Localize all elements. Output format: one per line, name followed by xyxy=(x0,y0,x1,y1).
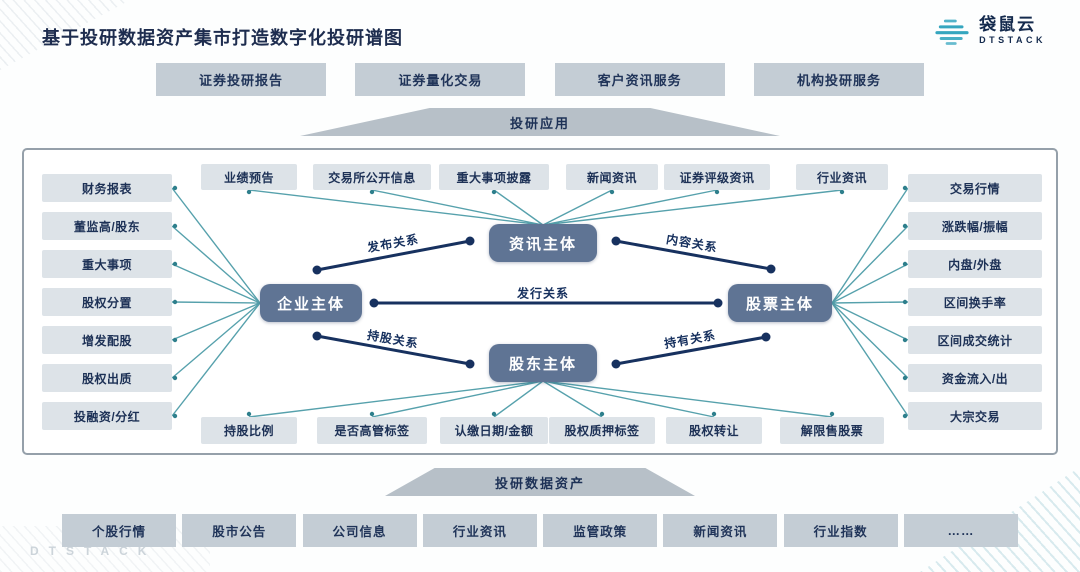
asset-box-5: 新闻资讯 xyxy=(663,514,778,547)
top-node-0: 业绩预告 xyxy=(201,164,297,190)
asset-box-6: 行业指数 xyxy=(783,514,898,547)
bottom-node-4: 股权转让 xyxy=(666,417,762,444)
left-node-3: 股权分置 xyxy=(42,288,172,316)
right-node-0: 交易行情 xyxy=(908,174,1042,202)
right-node-5: 资金流入/出 xyxy=(908,364,1042,392)
app-box-1: 证券量化交易 xyxy=(355,63,526,96)
top-node-5: 行业资讯 xyxy=(796,164,888,190)
left-node-1: 董监高/股东 xyxy=(42,212,172,240)
bottom-node-0: 持股比例 xyxy=(201,417,297,444)
right-node-1: 涨跌幅/振幅 xyxy=(908,212,1042,240)
entity-shareholder: 股东主体 xyxy=(489,344,597,382)
asset-box-7: …… xyxy=(903,514,1018,547)
asset-box-3: 行业资讯 xyxy=(422,514,537,547)
bottom-node-2: 认缴日期/金额 xyxy=(440,417,548,444)
right-node-4: 区间成交统计 xyxy=(908,326,1042,354)
watermark-text: DTSTACK xyxy=(30,544,157,558)
bottom-node-3: 股权质押标签 xyxy=(549,417,655,444)
data-asset-arrow-banner: 投研数据资产 xyxy=(385,468,695,496)
top-node-3: 新闻资讯 xyxy=(566,164,658,190)
app-box-2: 客户资讯服务 xyxy=(554,63,725,96)
asset-box-2: 公司信息 xyxy=(302,514,417,547)
asset-box-4: 监管政策 xyxy=(543,514,658,547)
entity-stock: 股票主体 xyxy=(728,284,832,322)
bottom-node-5: 解限售股票 xyxy=(780,417,884,444)
brand-subname: DTSTACK xyxy=(979,35,1046,46)
app-box-0: 证券投研报告 xyxy=(156,63,326,96)
entity-company: 企业主体 xyxy=(260,284,362,322)
top-node-4: 证券评级资讯 xyxy=(664,164,770,190)
application-row: 证券投研报告 证券量化交易 客户资讯服务 机构投研服务 xyxy=(156,63,924,96)
knowledge-graph-panel: 财务报表 董监高/股东 重大事项 股权分置 增发配股 股权出质 投融资/分红 业… xyxy=(22,148,1058,455)
left-node-5: 股权出质 xyxy=(42,364,172,392)
top-node-2: 重大事项披露 xyxy=(439,164,549,190)
asset-box-0: 个股行情 xyxy=(62,514,176,547)
data-asset-row: 个股行情 股市公告 公司信息 行业资讯 监管政策 新闻资讯 行业指数 …… xyxy=(62,514,1018,547)
relation-label-issue: 发行关系 xyxy=(516,286,570,301)
brand-name: 袋鼠云 xyxy=(979,14,1037,34)
kangaroo-cloud-logo-icon xyxy=(935,19,969,45)
top-node-1: 交易所公开信息 xyxy=(313,164,431,190)
entity-news: 资讯主体 xyxy=(489,224,597,262)
asset-box-1: 股市公告 xyxy=(182,514,297,547)
right-node-2: 内盘/外盘 xyxy=(908,250,1042,278)
brand-logo: 袋鼠云 DTSTACK xyxy=(932,14,1046,48)
right-node-3: 区间换手率 xyxy=(908,288,1042,316)
left-node-0: 财务报表 xyxy=(42,174,172,202)
right-node-6: 大宗交易 xyxy=(908,402,1042,430)
left-node-2: 重大事项 xyxy=(42,250,172,278)
app-box-3: 机构投研服务 xyxy=(753,63,924,96)
connection-lines xyxy=(171,185,909,419)
left-node-4: 增发配股 xyxy=(42,326,172,354)
bottom-node-1: 是否高管标签 xyxy=(317,417,427,444)
left-node-6: 投融资/分红 xyxy=(42,402,172,430)
page-title: 基于投研数据资产集市打造数字化投研谱图 xyxy=(42,28,403,48)
application-arrow-banner: 投研应用 xyxy=(300,108,780,136)
